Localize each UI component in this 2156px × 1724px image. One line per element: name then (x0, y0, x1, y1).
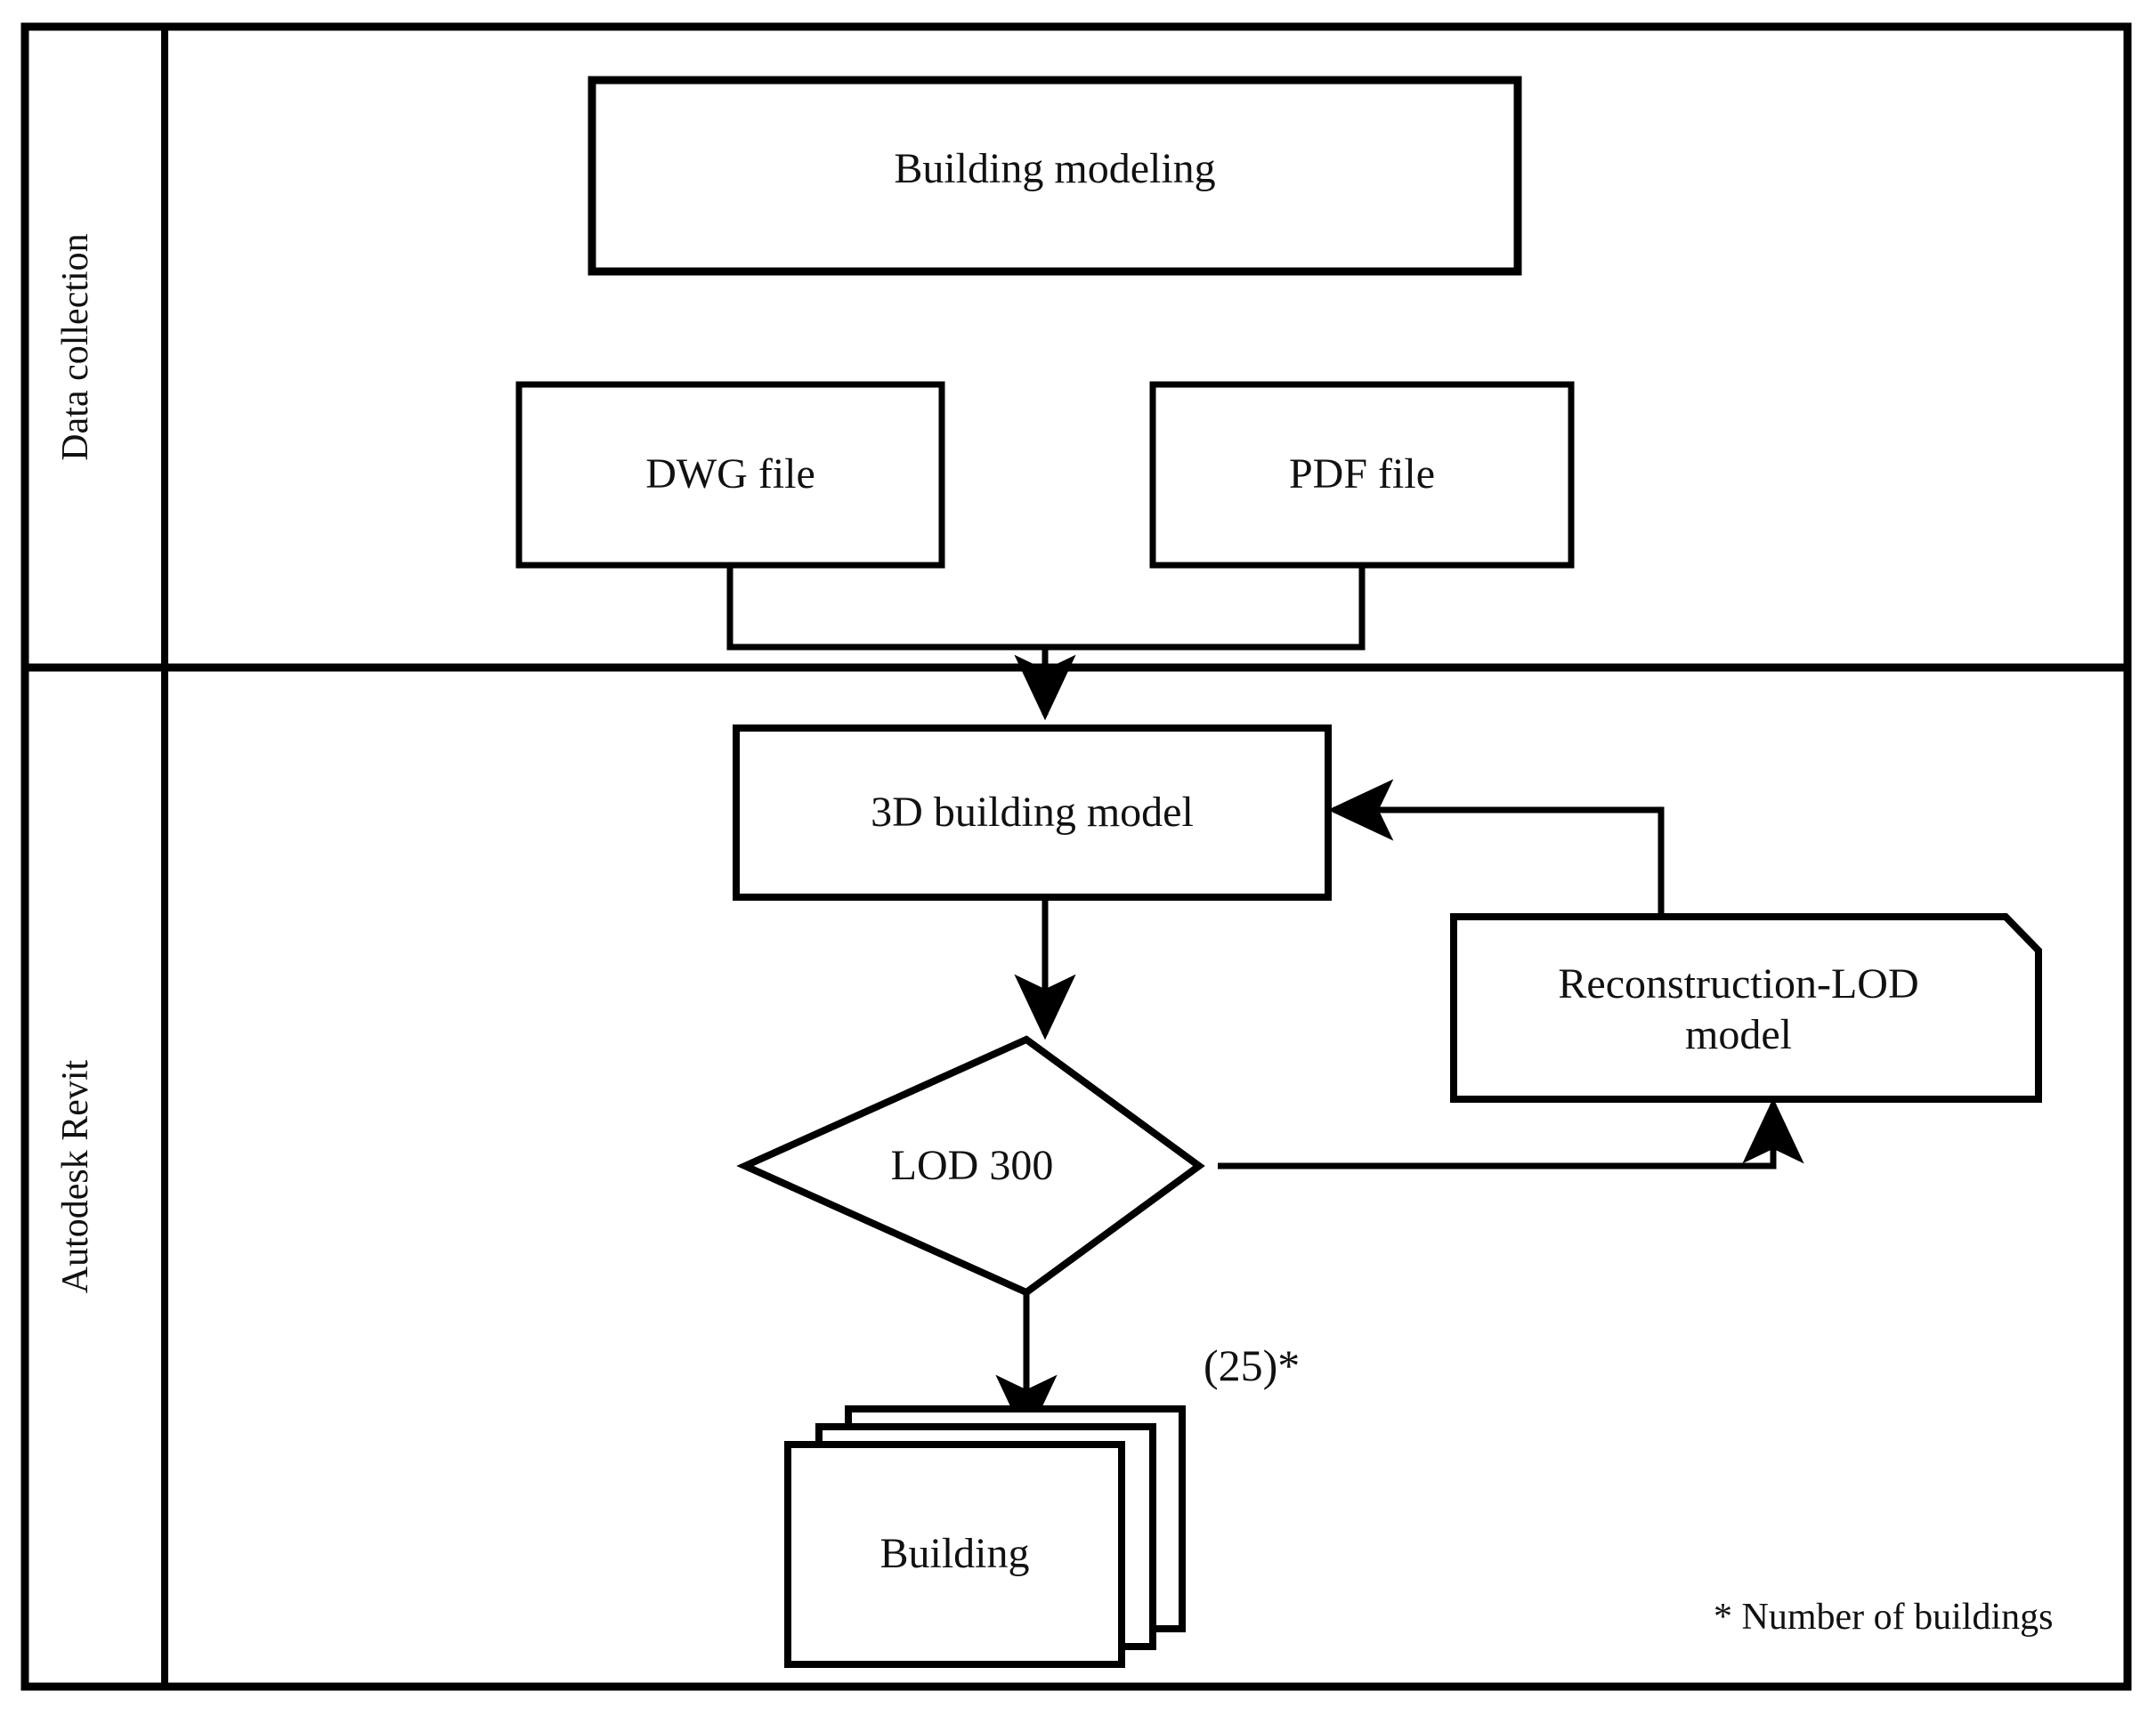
annotation-building-count: (25)* (1204, 1340, 1301, 1390)
node-building-modeling[interactable] (588, 76, 1522, 276)
node-pdf-file[interactable] (1149, 381, 1575, 569)
swimlane-label-autodesk-revit: Autodesk Revit (55, 927, 96, 1426)
edge-reconstruction-to-3d-model (1327, 779, 1665, 917)
node-3d-building-model[interactable] (733, 724, 1332, 901)
edge-lod300-to-reconstruction (1218, 1097, 1804, 1170)
swimlane-label-text: Autodesk Revit (55, 1059, 96, 1294)
annotation-footnote: * Number of buildings (1714, 1597, 2054, 1638)
node-dwg-file[interactable] (515, 381, 945, 569)
edge-files-to-3d-model (726, 565, 1366, 721)
swimlane-label-data-collection: Data collection (55, 98, 96, 596)
node-reconstruction-lod-model[interactable] (1450, 913, 2042, 1103)
building-sheet-front (784, 1441, 1125, 1668)
node-building-stack[interactable] (784, 1405, 1186, 1668)
swimlane-label-text: Data collection (55, 233, 96, 461)
